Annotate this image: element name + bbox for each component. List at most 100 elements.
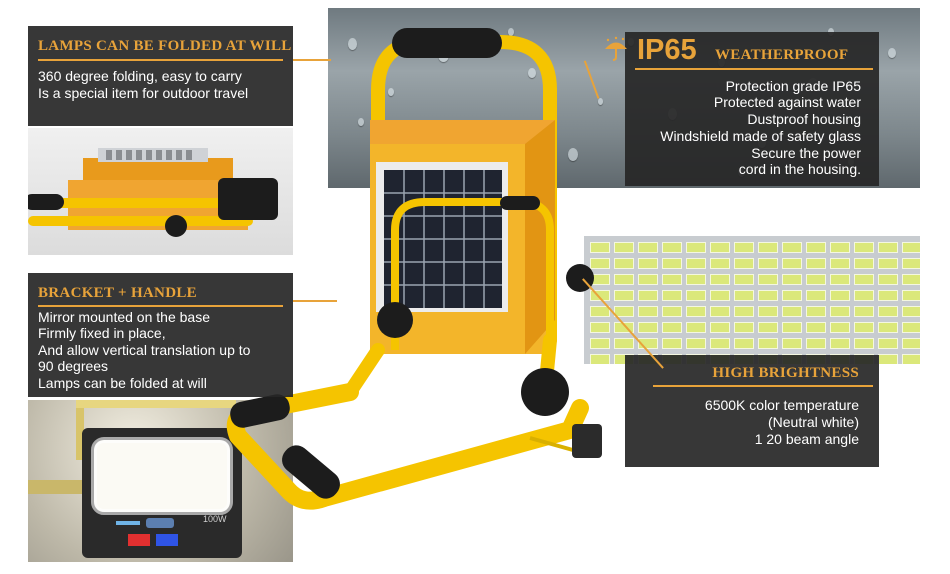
- brightness-title: HIGH BRIGHTNESS: [712, 365, 859, 381]
- led-chip: [830, 258, 850, 269]
- led-chip: [590, 322, 610, 333]
- led-chip: [806, 338, 826, 349]
- led-chip: [902, 322, 920, 333]
- led-chip: [590, 306, 610, 317]
- weatherproof-title: WEATHERPROOF: [715, 47, 849, 63]
- wattage-label: 100W: [203, 514, 227, 524]
- rain-drop: [388, 88, 394, 96]
- ip65-badge: IP65: [637, 34, 697, 66]
- led-chip: [614, 338, 634, 349]
- folding-line-2: Is a special item for outdoor travel: [38, 85, 249, 101]
- weatherproof-line-2: Protected against water: [713, 94, 861, 110]
- led-chip: [878, 354, 898, 364]
- rain-drop: [598, 98, 603, 105]
- led-chip: [878, 322, 898, 333]
- led-chip: [806, 258, 826, 269]
- led-chip: [806, 242, 826, 253]
- rain-drop: [888, 48, 896, 59]
- rain-drop: [568, 148, 578, 161]
- led-chip: [902, 338, 920, 349]
- led-chip: [686, 290, 706, 301]
- led-chip: [638, 322, 658, 333]
- rain-drop: [348, 38, 357, 50]
- bracket-line-5: Lamps can be folded at will: [38, 375, 207, 391]
- rain-drop: [828, 28, 834, 36]
- led-chip: [902, 290, 920, 301]
- led-chip: [734, 290, 754, 301]
- bracket-line-3: And allow vertical translation up to: [38, 342, 251, 358]
- led-chip: [638, 306, 658, 317]
- led-chip: [614, 290, 634, 301]
- led-chip: [902, 258, 920, 269]
- folded-lamp-photo: [24, 128, 293, 255]
- led-chip: [710, 322, 730, 333]
- led-chip: [734, 258, 754, 269]
- led-chip: [854, 338, 874, 349]
- led-chip: [686, 258, 706, 269]
- folding-info-panel: LAMPS CAN BE FOLDED AT WILL 360 degree f…: [28, 26, 293, 126]
- bracket-connector: [293, 300, 337, 302]
- rain-drop: [358, 118, 364, 126]
- weatherproof-info-panel: IP65 WEATHERPROOF Protection grade IP65 …: [605, 32, 879, 186]
- led-chip-grid: [584, 236, 920, 364]
- folding-title: LAMPS CAN BE FOLDED AT WILL: [38, 38, 292, 54]
- bracket-info-panel: BRACKET + HANDLE Mirror mounted on the b…: [28, 273, 293, 397]
- led-chip: [662, 322, 682, 333]
- led-chip: [614, 242, 634, 253]
- led-chip: [902, 242, 920, 253]
- led-chip: [782, 258, 802, 269]
- led-chip: [902, 354, 920, 364]
- led-chip: [806, 306, 826, 317]
- folding-connector: [293, 59, 331, 61]
- led-chip: [830, 306, 850, 317]
- led-chip: [782, 290, 802, 301]
- bracket-title: BRACKET + HANDLE: [38, 285, 197, 301]
- weatherproof-line-4: Windshield made of safety glass: [660, 128, 861, 144]
- led-chip: [854, 290, 874, 301]
- brightness-line-2: (Neutral white): [767, 414, 859, 430]
- led-chip: [878, 242, 898, 253]
- led-chip: [878, 274, 898, 285]
- led-chip: [878, 338, 898, 349]
- led-chip: [590, 290, 610, 301]
- folding-line-1: 360 degree folding, easy to carry: [38, 68, 242, 84]
- led-chip: [902, 274, 920, 285]
- led-chip: [686, 242, 706, 253]
- brightness-info-panel: HIGH BRIGHTNESS 6500K color temperature …: [625, 355, 879, 467]
- led-chip: [902, 306, 920, 317]
- weatherproof-line-1: Protection grade IP65: [725, 78, 861, 94]
- led-chip: [686, 322, 706, 333]
- led-chip: [638, 242, 658, 253]
- led-chip: [830, 290, 850, 301]
- led-chip: [878, 258, 898, 269]
- bracket-line-1: Mirror mounted on the base: [38, 309, 210, 325]
- led-chip: [854, 258, 874, 269]
- led-chip: [782, 306, 802, 317]
- lit-lamp-illustration: [28, 400, 242, 558]
- led-chip: [854, 306, 874, 317]
- bracket-line-2: Firmly fixed in place,: [38, 325, 166, 341]
- folded-lamp-illustration: [24, 148, 278, 237]
- brightness-line-3: 1 20 beam angle: [754, 431, 859, 447]
- led-chip: [878, 290, 898, 301]
- led-chip: [710, 242, 730, 253]
- led-chip: [710, 290, 730, 301]
- led-chip: [758, 322, 778, 333]
- led-chip: [686, 274, 706, 285]
- led-chip: [758, 242, 778, 253]
- led-chip: [710, 274, 730, 285]
- led-chip: [782, 274, 802, 285]
- led-chip: [758, 338, 778, 349]
- led-chip: [758, 274, 778, 285]
- led-chip: [614, 274, 634, 285]
- led-chip: [614, 306, 634, 317]
- brightness-line-1: 6500K color temperature: [704, 397, 859, 413]
- led-chip: [854, 322, 874, 333]
- led-chip: [590, 242, 610, 253]
- led-chip: [590, 354, 610, 364]
- led-chip: [638, 290, 658, 301]
- led-chip: [806, 322, 826, 333]
- led-chip: [758, 306, 778, 317]
- led-chip: [854, 274, 874, 285]
- rain-drop: [528, 68, 536, 79]
